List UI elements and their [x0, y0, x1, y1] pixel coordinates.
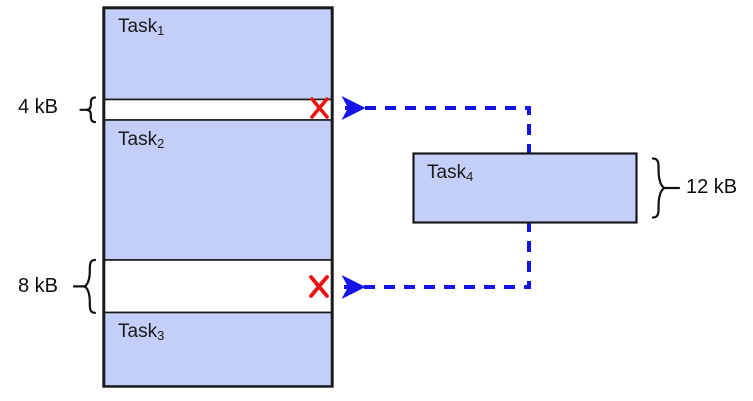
brace-8kb: [80, 258, 97, 314]
reject-arrow-to-4kb-hole: [341, 96, 531, 155]
task1-label: Task1: [118, 16, 165, 38]
cross-icon-8kb: [309, 275, 329, 298]
task4-label: Task4: [427, 162, 474, 184]
hole-size-label-8kb: 8 kB: [18, 275, 59, 297]
task4-block-rect: [412, 152, 638, 224]
brace-12kb: [651, 157, 669, 219]
memory-hole-4kb: [103, 98, 333, 121]
task4-subscript: 4: [466, 168, 474, 184]
task1-subscript: 1: [157, 22, 165, 38]
hole-size-label-4kb: 4 kB: [18, 96, 59, 118]
task3-subscript: 3: [157, 327, 165, 343]
brace-4kb: [86, 96, 97, 124]
task2-label: Task2: [118, 129, 165, 151]
cross-icon-4kb: [310, 97, 329, 119]
request-size-label-12kb: 12 kB: [686, 176, 738, 198]
task3-label: Task3: [118, 321, 165, 343]
memory-segment-task3: [103, 311, 333, 387]
reject-arrow-to-8kb-hole: [341, 221, 531, 299]
task2-subscript: 2: [157, 135, 165, 151]
memory-segment-task1: [103, 7, 333, 101]
memory-hole-8kb: [103, 259, 333, 314]
memory-segment-task2: [103, 119, 333, 261]
